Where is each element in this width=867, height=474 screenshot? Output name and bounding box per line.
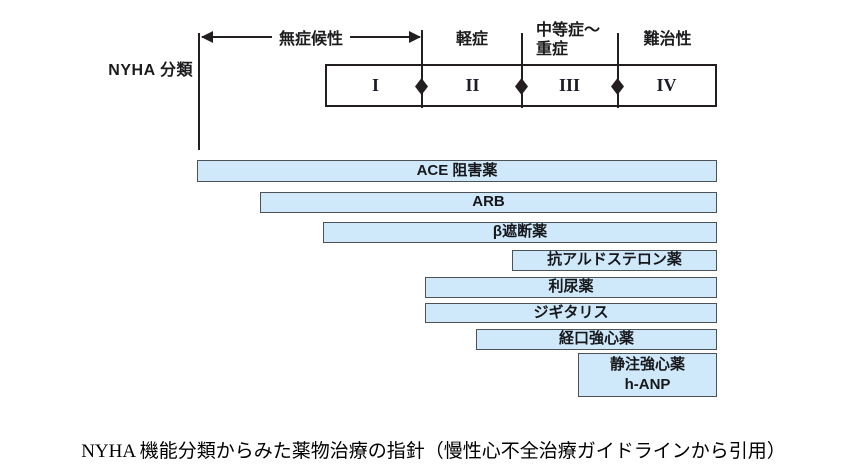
drug-bar-iv-line2: h-ANP (624, 376, 671, 393)
drug-bar-oral-inotrope: 経口強心薬 (476, 329, 717, 350)
figure-caption: NYHA 機能分類からみた薬物治療の指針（慢性心不全治療ガイドラインから引用） (81, 441, 786, 462)
drug-bar-digitalis: ジギタリス (425, 303, 717, 323)
drug-bar-iv-inotrope-hanp: 静注強心薬 h-ANP (578, 353, 717, 397)
drug-bar-diuretic: 利尿薬 (425, 277, 717, 298)
class-divider-line-3 (617, 33, 619, 108)
transition-diamond-icon (515, 78, 528, 95)
severity-label-moderate-severe: 中等症～ 重症 (536, 21, 600, 59)
drug-bar-anti-aldosterone: 抗アルドステロン薬 (512, 250, 717, 271)
severity-label-moderate-line2: 重症 (536, 41, 569, 58)
asymptomatic-range-arrow: 無症候性 (201, 25, 421, 49)
nyha-class-2: II (465, 75, 480, 95)
class-divider-line-2 (521, 33, 523, 108)
nyha-class-4: IV (656, 75, 677, 95)
nyha-axis-label: NYHA 分類 (108, 62, 193, 79)
class-divider-line-1 (421, 30, 423, 108)
drug-bar-arb: ARB (260, 192, 717, 213)
drug-bar-iv-line1: 静注強心薬 (609, 356, 685, 373)
nyha-class-3: III (558, 75, 580, 95)
severity-label-refractory: 難治性 (643, 31, 692, 48)
transition-diamond-icon (611, 78, 624, 95)
arrowhead-right-icon (409, 31, 421, 43)
transition-diamond-icon (415, 78, 428, 95)
severity-label-mild: 軽症 (455, 31, 488, 48)
nyha-axis-line (198, 33, 200, 150)
severity-label-asymptomatic: 無症候性 (271, 25, 350, 49)
arrowhead-left-icon (201, 31, 213, 43)
nyha-class-1: I (371, 75, 379, 95)
drug-bar-ace-inhibitor: ACE 阻害薬 (197, 160, 717, 182)
drug-bar-beta-blocker: β遮断薬 (323, 222, 717, 243)
severity-label-moderate-line1: 中等症～ (536, 22, 601, 39)
